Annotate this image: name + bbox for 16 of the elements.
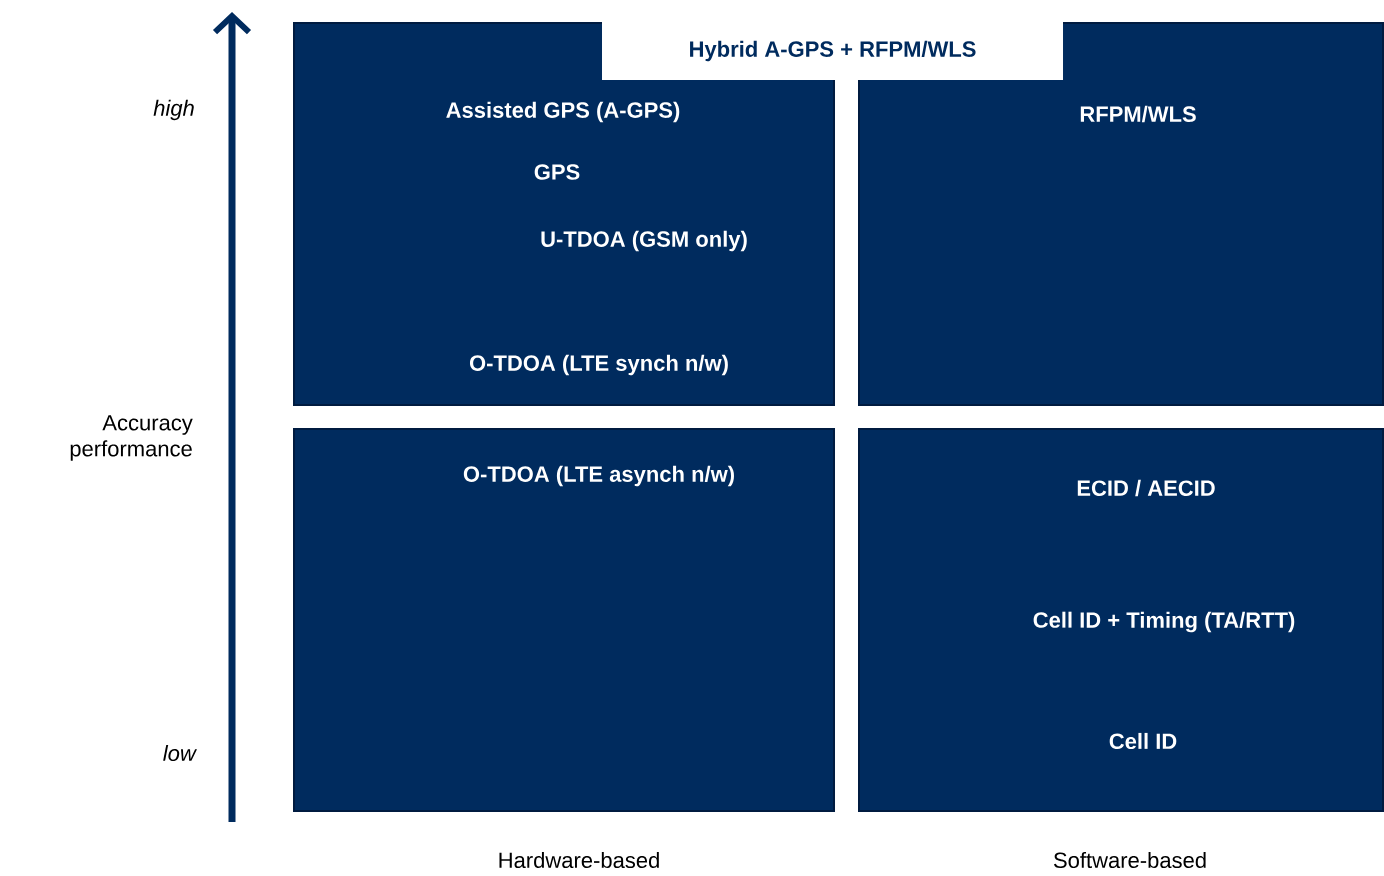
method-label: RFPM/WLS bbox=[1080, 105, 1196, 123]
node-label: Hybrid A-GPS + RFPM/WLS bbox=[690, 40, 976, 62]
method-label: O-TDOA (LTE asynch n/w) bbox=[463, 465, 734, 487]
axis-label: high bbox=[153, 99, 194, 121]
axis-label: low bbox=[163, 744, 197, 762]
method-label: GPS bbox=[534, 164, 580, 180]
method-label: Cell ID + Timing (TA/RTT) bbox=[1033, 611, 1295, 633]
column-label: Software-based bbox=[1053, 851, 1206, 869]
axis-title: Accuracy performance bbox=[70, 415, 193, 461]
column-label: Hardware-based bbox=[499, 851, 659, 869]
method-label: ECID / AECID bbox=[1077, 479, 1215, 497]
method-label: Cell ID bbox=[1109, 732, 1177, 750]
method-label: U-TDOA (GSM only) bbox=[541, 230, 747, 252]
method-label: O-TDOA (LTE synch n/w) bbox=[469, 354, 728, 376]
method-label: Assisted GPS (A-GPS) bbox=[446, 101, 680, 123]
banner-box: Hybrid A-GPS + RFPM/WLS bbox=[602, 22, 1063, 80]
